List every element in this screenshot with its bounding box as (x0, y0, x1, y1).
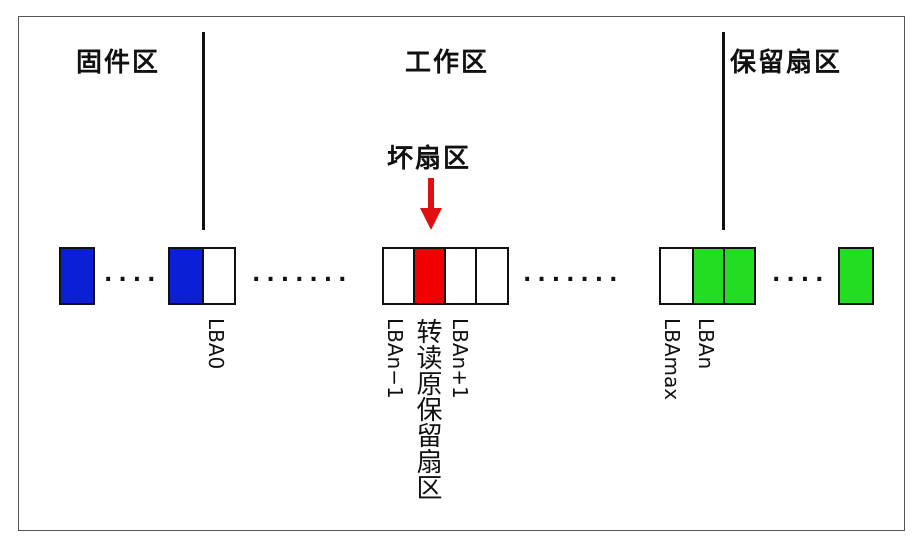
bad-sector-block (413, 247, 446, 305)
firmware-block-last (168, 247, 204, 305)
ellipsis-3: ....... (523, 262, 624, 287)
bad-sector-arrow-icon (420, 178, 442, 230)
ellipsis-4: .... (772, 262, 830, 287)
redirect-label: 转读原保留扇区 (412, 318, 442, 500)
lba-n-minus-1-block (382, 247, 415, 305)
firmware-region-title: 固件区 (76, 48, 161, 78)
lba0-block (202, 247, 236, 305)
lba0-label: LBA0 (204, 318, 228, 370)
reserved-region-title: 保留扇区 (730, 48, 843, 78)
work-reserved-divider (722, 32, 725, 230)
lba-n-minus-1-label: LBAn−1 (383, 318, 407, 399)
reserved-block-next (723, 247, 756, 305)
firmware-block-first (59, 247, 95, 305)
reserved-block-last (838, 247, 874, 305)
lba-max-label: LBAmax (660, 318, 684, 401)
reserved-block-lban (692, 247, 725, 305)
work-block-next (475, 247, 509, 305)
firmware-work-divider (202, 32, 205, 230)
work-region-title: 工作区 (405, 48, 490, 78)
lba-n-plus-1-label: LBAn+1 (448, 318, 472, 399)
lba-n-plus-1-block (444, 247, 477, 305)
bad-sector-title: 坏扇区 (387, 144, 472, 174)
lba-max-block (659, 247, 694, 305)
ellipsis-2: ....... (252, 262, 353, 287)
lba-n-label: LBAn (694, 318, 718, 370)
ellipsis-1: .... (104, 262, 162, 287)
